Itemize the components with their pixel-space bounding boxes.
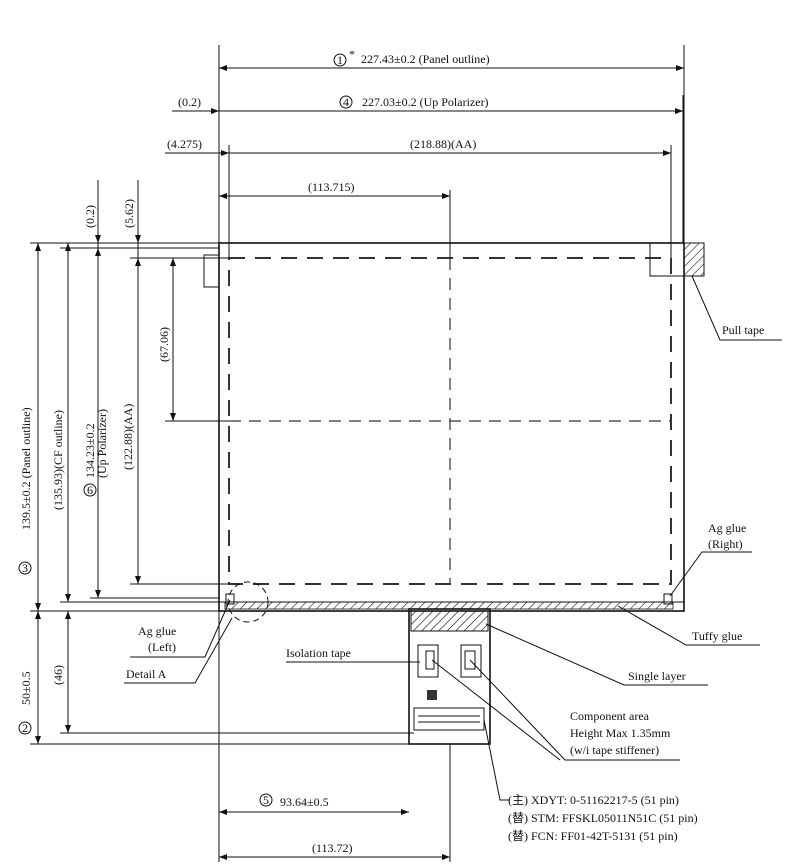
leader-detail-a: [124, 617, 233, 684]
dim-offset-0-2: (0.2): [178, 95, 201, 109]
dim-polarizer-height: 134.23±0.2: [83, 423, 97, 478]
label-ag-glue-left-1: Ag glue: [138, 624, 176, 638]
marker-1: [333, 53, 347, 67]
leader-component-1: [431, 659, 561, 761]
label-tuffy-glue: Tuffy glue: [692, 629, 742, 643]
label-component-area-1: Component area: [570, 709, 650, 723]
label-isolation-tape: Isolation tape: [286, 646, 351, 660]
ag-glue-right-pad: [663, 593, 673, 605]
dim-fpc-length: 50±0.5: [19, 671, 33, 705]
label-detail-a: Detail A: [126, 667, 167, 681]
marker-3-text: 3: [22, 561, 28, 575]
left-tab: [203, 254, 220, 288]
leader-tuffy-glue: [617, 605, 760, 646]
label-component-area-2: Height Max 1.35mm: [570, 726, 671, 740]
dim-panel-width: 227.43±0.2 (Panel outline): [361, 52, 490, 66]
panel-outline: [218, 242, 685, 612]
pull-tape: [683, 242, 705, 277]
top-dimensions: 1 * 227.43±0.2 (Panel outline) (0.2) 4 2…: [165, 45, 685, 258]
marker-2: [18, 721, 32, 735]
detail-a-circle: [227, 581, 269, 623]
label-connector-1: (主) XDYT: 0-51162217-5 (51 pin): [508, 793, 679, 807]
panel-body: [203, 242, 685, 612]
leader-single-layer: [485, 623, 708, 686]
label-single-layer: Single layer: [628, 669, 686, 683]
dim-half-width: (113.715): [308, 180, 355, 194]
marker-4: [339, 95, 353, 109]
label-connector-3: (替) FCN: FF01-42T-5131 (51 pin): [508, 829, 678, 843]
fpc-component-small: [427, 690, 437, 700]
stiffener: [410, 610, 489, 632]
dim-offset-4-275: (4.275): [167, 137, 202, 151]
label-connector-2: (替) STM: FFSKL05011N51C (51 pin): [508, 811, 698, 825]
dim-aa-width: (218.88)(AA): [410, 137, 476, 151]
leader-connector: [483, 719, 510, 801]
label-ag-glue-right-2: (Right): [708, 537, 743, 551]
isolation-pad-left: [417, 644, 439, 678]
label-ag-glue-right-1: Ag glue: [708, 521, 746, 535]
dim-offset-5-62: (5.62): [122, 199, 136, 228]
marker-5: [259, 793, 273, 807]
marker-5-text: 5: [263, 793, 269, 807]
fpc: [408, 608, 491, 745]
dim-fpc-center: (113.72): [312, 841, 353, 855]
leader-pull-tape: [691, 275, 782, 341]
dim-half-height: (67.06): [157, 327, 171, 362]
dim-polarizer-height-label: (Up Polarizer): [95, 409, 109, 478]
tuffy-glue-strip: [224, 601, 674, 610]
marker-6: [83, 483, 97, 497]
dim-aa-height: (122.88)(AA): [121, 404, 135, 470]
dim-panel-height: 139.5±0.2 (Panel outline): [19, 407, 33, 530]
marker-3: [18, 561, 32, 575]
dim-polarizer-width: 227.03±0.2 (Up Polarizer): [362, 95, 489, 109]
leader-ag-glue-left: [130, 599, 231, 658]
callouts: Pull tape Ag glue (Right) Ag glue (Left)…: [124, 275, 782, 843]
connector-contacts: [413, 707, 485, 731]
label-pull-tape: Pull tape: [722, 323, 764, 337]
component-right: [464, 650, 476, 670]
leader-ag-glue-right: [669, 551, 752, 597]
dim-fpc-offset: 93.64±0.5: [280, 795, 329, 809]
marker-2-text: 2: [22, 721, 28, 735]
leader-component-2: [469, 659, 680, 761]
pull-tape-tab: [649, 242, 685, 277]
marker-6-text: 6: [87, 483, 93, 497]
dim-cf-height: (135.93)(CF outline): [51, 410, 65, 510]
label-component-area-3: (w/i tape stiffener): [570, 743, 659, 757]
marker-star: *: [349, 47, 355, 61]
dim-offset-0-2-v: (0.2): [83, 205, 97, 228]
left-dimensions: 139.5±0.2 (Panel outline) 3 (135.93)(CF …: [18, 180, 440, 745]
component-left: [425, 650, 435, 670]
marker-1-text: 1: [337, 53, 343, 67]
label-ag-glue-left-2: (Left): [148, 640, 176, 654]
marker-4-text: 4: [343, 95, 349, 109]
isolation-pad-right: [460, 644, 482, 678]
bottom-dimensions: 5 93.64±0.5 (113.72): [218, 611, 451, 862]
dim-fpc-inner: (46): [51, 665, 65, 685]
